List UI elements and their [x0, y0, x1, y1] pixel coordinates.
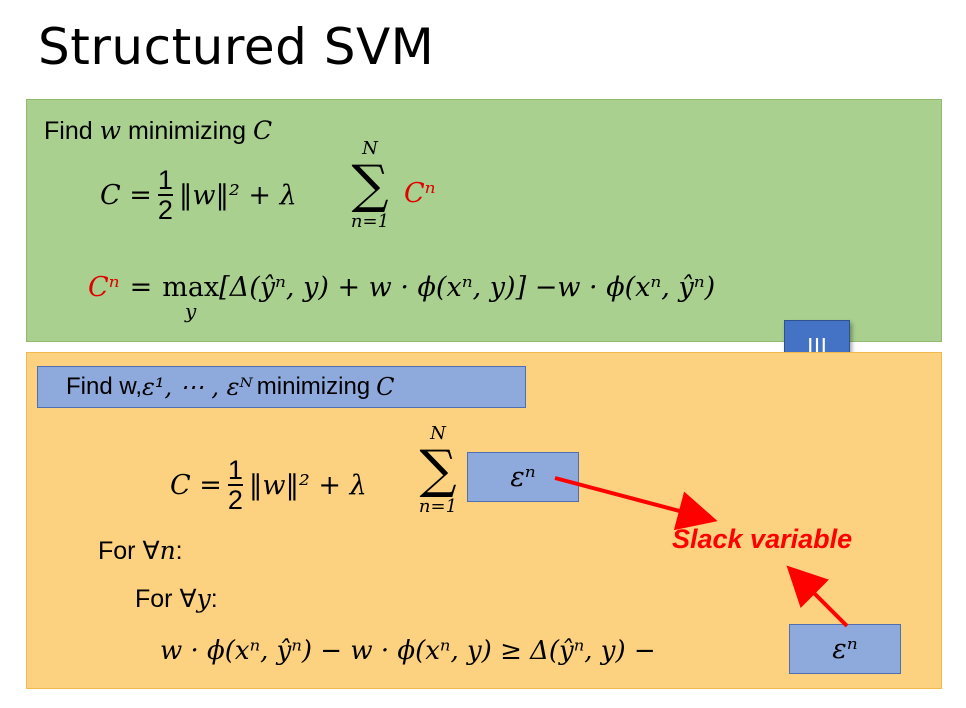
cn-lhs: Cⁿ [88, 272, 120, 303]
sum2-bottom: n=1 [418, 496, 458, 517]
find-label-prefix: Find w, [66, 373, 143, 400]
cn-equation: Cⁿ = max y [Δ(ŷⁿ, y) + w · ϕ(xⁿ, y)] −w … [88, 272, 716, 323]
for-n-prefix: For ∀ [98, 537, 160, 565]
find-mid: minimizing [127, 117, 247, 145]
for-y-suffix: : [210, 585, 218, 613]
cost-equation: C = 1 2 ‖w‖² + λ [100, 160, 297, 230]
regularizer-2: ‖w‖² + λ [248, 469, 367, 501]
cn-equals: = [129, 272, 153, 303]
sum2-symbol: ∑ [419, 440, 457, 500]
slide-title: Structured SVM [38, 18, 435, 76]
cost-equation-2: C = 1 2 ‖w‖² + λ [170, 450, 367, 520]
epsilon-box-sum: εⁿ [467, 452, 579, 502]
for-all-n: For ∀n: [98, 536, 183, 566]
half-fraction-2: 1 2 [227, 454, 243, 515]
half2-num: 1 [227, 454, 243, 485]
half2-den: 2 [227, 484, 243, 515]
for-y-prefix: For ∀ [135, 585, 197, 613]
sum2-top: N [430, 423, 446, 444]
half-fraction: 1 2 [157, 164, 173, 225]
sum-top: N [362, 138, 378, 159]
find-prefix: Find [44, 117, 93, 145]
find-label-obj: C [376, 373, 395, 401]
for-all-y: For ∀y: [135, 584, 218, 614]
find-label-suffix: minimizing [256, 373, 371, 400]
for-y-var: y [196, 584, 211, 613]
objective-box [26, 99, 942, 342]
max-operator: max y [162, 272, 220, 323]
find-obj: C [253, 116, 273, 145]
sum-symbol: ∑ [351, 155, 389, 215]
cn-body: [Δ(ŷⁿ, y) + w · ϕ(xⁿ, y)] −w · ϕ(xⁿ, ŷⁿ) [219, 272, 716, 303]
find-epsilon-label: Find w, ε¹, ⋯ , εᴺ minimizing C [37, 366, 526, 408]
find-var: w [99, 116, 121, 145]
find-w-line: Find w minimizing C [44, 116, 272, 146]
sum-operator: N ∑ n=1 [340, 138, 400, 232]
for-n-var: n [159, 536, 176, 565]
cost-term-cn: Cⁿ [404, 178, 436, 209]
cost-lhs: C = [100, 179, 152, 211]
for-n-suffix: : [175, 537, 183, 565]
sum-bottom: n=1 [350, 211, 390, 232]
sum-operator-2: N ∑ n=1 [408, 423, 468, 517]
half-num: 1 [157, 164, 173, 195]
cost2-lhs: C = [170, 469, 222, 501]
arrow-eps-to-slack [554, 476, 718, 531]
margin-constraint: w · ϕ(xⁿ, ŷⁿ) − w · ϕ(xⁿ, y) ≥ Δ(ŷⁿ, y) … [160, 636, 656, 666]
epsilon-box-constraint: εⁿ [789, 624, 901, 674]
max-label: max [162, 272, 220, 303]
max-sub: y [185, 299, 197, 323]
half-den: 2 [157, 194, 173, 225]
regularizer: ‖w‖² + λ [178, 179, 297, 211]
arrow-eps2-to-slack [786, 565, 849, 628]
find-label-math: ε¹, ⋯ , εᴺ [142, 373, 253, 401]
